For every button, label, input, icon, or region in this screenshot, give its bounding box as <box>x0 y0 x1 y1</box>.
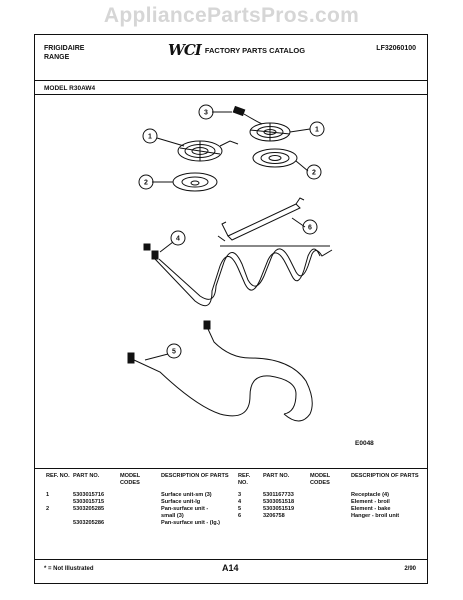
drip-pan-large <box>252 148 298 168</box>
model-codes-cell <box>310 506 351 513</box>
callout-markers <box>138 104 325 361</box>
part-no-cell: 5303015716 <box>73 492 105 498</box>
table-row: 5303015715 Surface unit-lg <box>46 499 232 506</box>
col-model-codes: MODEL CODES <box>310 473 331 486</box>
catalog-number: LF32060100 <box>376 45 416 52</box>
ref-no-cell: 5 <box>238 506 242 512</box>
table-row: 2 5303205285 Pan-surface unit - <box>46 506 232 513</box>
catalog-title: FACTORY PARTS CATALOG <box>204 45 306 55</box>
bake-element <box>127 320 313 422</box>
model-divider <box>34 94 428 95</box>
drawing-code: E0048 <box>355 440 374 447</box>
callout-5: 5 <box>172 349 176 356</box>
col-part-no: PART NO. <box>263 473 290 479</box>
part-no-cell: 5303015715 <box>73 499 105 505</box>
part-no-cell: 3206758 <box>263 513 285 519</box>
ref-no-cell: 3 <box>238 492 242 498</box>
col-description: DESCRIPTION OF PARTS <box>351 473 419 479</box>
description-cell: small (3) <box>161 513 184 519</box>
description-cell: Pan-surface unit - <box>161 506 209 512</box>
part-no-cell: 5303051518 <box>263 499 295 505</box>
callout-1-left: 1 <box>148 134 152 141</box>
callout-2-right: 2 <box>312 170 316 177</box>
ref-no-cell <box>46 499 73 506</box>
callout-4: 4 <box>176 236 180 243</box>
description-cell: Element - bake <box>351 506 391 512</box>
model-codes-cell <box>120 513 161 520</box>
part-no-cell: 5301167733 <box>263 492 294 498</box>
col-ref-no: REF. NO. <box>238 473 251 486</box>
col-description: DESCRIPTION OF PARTS <box>161 473 229 479</box>
table-divider <box>34 468 428 469</box>
ref-no-cell: 4 <box>238 499 242 505</box>
model-codes-cell <box>120 492 161 499</box>
drip-pan-small <box>172 172 218 192</box>
surface-unit-small <box>177 140 239 162</box>
model-label: MODEL R30AW4 <box>44 85 96 92</box>
model-codes-cell <box>120 499 161 506</box>
brand-block: FRIGIDAIRE RANGE <box>44 44 84 62</box>
model-codes-cell <box>310 499 351 506</box>
description-cell: Surface unit-sm (3) <box>161 492 212 498</box>
col-part-no: PART NO. <box>73 473 100 479</box>
description-cell: Hanger - broil unit <box>351 513 400 519</box>
description-cell: Pan-surface unit - (lg.) <box>161 520 221 526</box>
part-no-cell: 5303205285 <box>73 506 105 512</box>
catalog-page-frame <box>34 34 428 584</box>
not-illustrated-note: * = Not Illustrated <box>44 566 94 572</box>
part-no-cell: 5303051519 <box>263 506 295 512</box>
ref-no-cell <box>46 513 73 520</box>
ref-no-cell: 2 <box>46 506 50 512</box>
description-cell: Surface unit-lg <box>161 499 201 505</box>
callout-1-right: 1 <box>315 127 319 134</box>
col-model-codes: MODEL CODES <box>120 473 141 486</box>
description-cell: Element - broil <box>351 499 390 505</box>
broil-unit-hanger <box>221 197 305 241</box>
table-row: 6 3206758 Hanger - broil unit <box>238 513 422 520</box>
model-codes-cell <box>310 492 351 499</box>
brand-name: FRIGIDAIRE <box>44 45 85 52</box>
product-type: RANGE <box>44 54 70 61</box>
ref-no-cell: 1 <box>46 492 50 498</box>
table-row: 1 5303015716 Surface unit-sm (3) <box>46 492 232 499</box>
model-codes-cell <box>120 506 161 513</box>
footer-divider <box>34 559 428 560</box>
part-no-cell <box>73 513 120 520</box>
table-row: 5 5303051519 Element - bake <box>238 506 422 513</box>
callout-2-left: 2 <box>144 180 148 187</box>
ref-no-cell: 6 <box>238 513 242 519</box>
broil-element <box>143 235 333 307</box>
description-cell: Receptacle (4) <box>351 492 389 498</box>
page-code: A14 <box>222 563 239 573</box>
parts-table-right: REF. NO. PART NO. MODEL CODES DESCRIPTIO… <box>238 473 422 520</box>
table-row: small (3) <box>46 513 232 520</box>
watermark-text: AppliancePartsPros.com <box>103 4 360 27</box>
catalog-date: 2/90 <box>404 566 416 572</box>
ref-no-cell <box>46 520 73 527</box>
table-row: 3 5301167733 Receptacle (4) <box>238 492 422 499</box>
wci-logo: WCI <box>168 41 202 59</box>
model-codes-cell <box>310 513 351 520</box>
exploded-parts-diagram: 1 1 2 2 3 4 5 6 <box>127 104 333 422</box>
callout-3: 3 <box>204 110 208 117</box>
callout-6: 6 <box>308 225 312 232</box>
receptacle <box>232 105 263 125</box>
parts-table-left: REF. NO. PART NO. MODEL CODES DESCRIPTIO… <box>46 473 232 527</box>
catalog-header: WCI FACTORY PARTS CATALOG <box>168 41 305 59</box>
model-codes-cell <box>120 520 161 527</box>
part-no-cell: 5303205286 <box>73 520 105 526</box>
table-row: 5303205286 Pan-surface unit - (lg.) <box>46 520 232 527</box>
header-divider <box>34 80 428 81</box>
col-ref-no: REF. NO. <box>46 473 70 479</box>
table-row: 4 5303051518 Element - broil <box>238 499 422 506</box>
surface-unit-large <box>249 122 291 142</box>
